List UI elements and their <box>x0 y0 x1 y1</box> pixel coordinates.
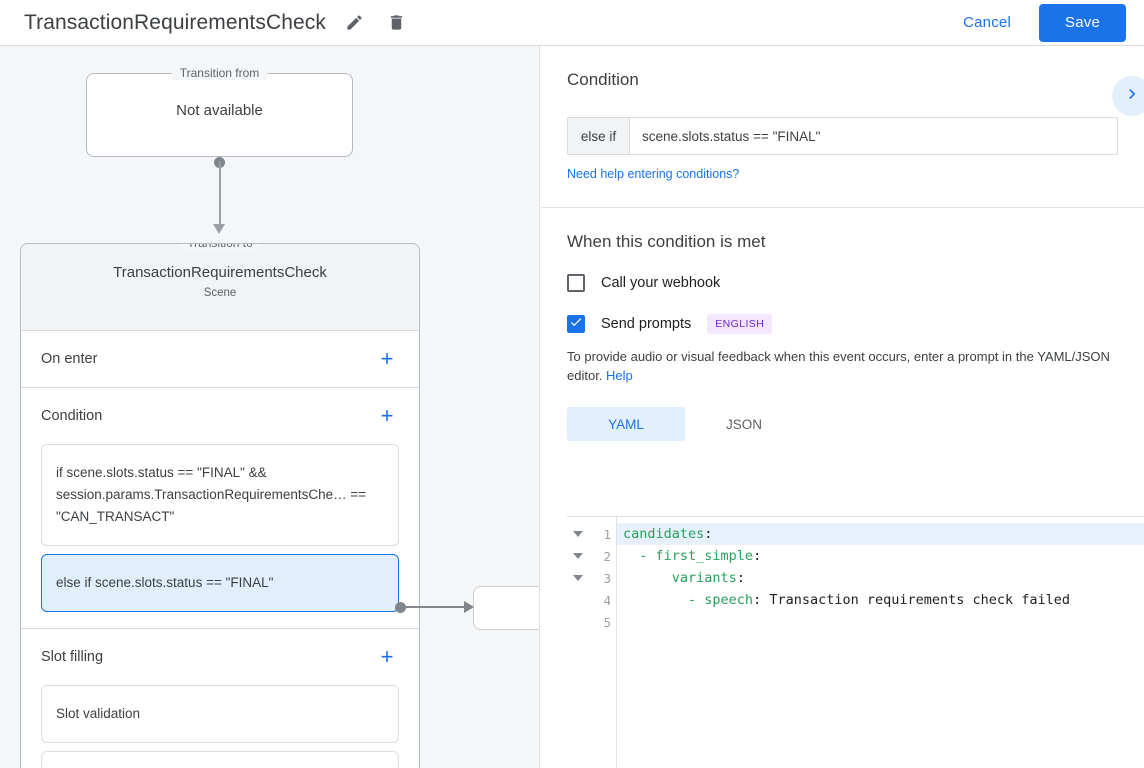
connector-dot-condition <box>395 602 406 613</box>
condition-prefix-label: else if <box>568 118 630 154</box>
send-prompts-label: Send prompts <box>601 316 692 332</box>
yaml-editor[interactable]: 1 2 3 4 5 candidates: - first_simple: varian… <box>567 516 1144 768</box>
editor-gutter-row: 5 <box>567 611 616 633</box>
editor-code-line[interactable]: - first_simple: <box>639 548 762 564</box>
tab-json[interactable]: JSON <box>725 416 762 432</box>
prompt-helper-text: To provide audio or visual feedback when… <box>567 347 1118 385</box>
cancel-button[interactable]: Cancel <box>949 6 1025 39</box>
when-condition-met-section: When this condition is met Call your web… <box>541 208 1144 441</box>
condition-input[interactable] <box>630 118 1117 154</box>
fold-toggle-icon[interactable] <box>567 553 589 559</box>
section-header-slot-filling: Slot filling + <box>21 629 419 685</box>
check-icon <box>569 315 583 334</box>
list-item[interactable]: if scene.slots.status == "FINAL" && sess… <box>41 444 399 546</box>
add-on-enter-button[interactable]: + <box>380 346 394 371</box>
editor-gutter: 1 2 3 4 5 <box>567 517 617 768</box>
condition-help-link[interactable]: Need help entering conditions? <box>567 167 740 181</box>
prompt-helper-sentence: To provide audio or visual feedback when… <box>567 349 1110 383</box>
section-condition: Condition + if scene.slots.status == "FI… <box>21 388 419 629</box>
when-met-title: When this condition is met <box>567 232 766 251</box>
scene-flow-canvas[interactable]: Transition from Not available Transition… <box>0 46 540 768</box>
page-title: TransactionRequirementsCheck <box>24 10 326 34</box>
app-header: TransactionRequirementsCheck Cancel Save <box>0 0 1144 46</box>
expand-panel-button[interactable] <box>1112 76 1144 116</box>
condition-input-row: else if <box>567 117 1118 155</box>
editor-line-number: 4 <box>603 592 611 608</box>
editor-code-line[interactable]: - speech: Transaction requirements check… <box>688 592 1071 608</box>
section-slot-filling: Slot filling + Slot validation Transacti… <box>21 629 419 768</box>
editor-code-line[interactable] <box>617 611 1144 633</box>
editor-line-number: 2 <box>603 548 611 564</box>
list-item[interactable]: TransactionRequirementsCheck <box>41 751 399 768</box>
scene-name: TransactionRequirementsCheck <box>113 264 327 281</box>
editor-gutter-row: 1 <box>567 523 616 545</box>
send-prompts-checkbox[interactable] <box>567 315 585 333</box>
call-webhook-checkbox[interactable] <box>567 274 585 292</box>
connector-line-horizontal <box>405 606 467 608</box>
delete-button[interactable] <box>382 9 410 37</box>
editor-code-line[interactable]: candidates: <box>617 523 1144 545</box>
scene-type: Scene <box>203 287 237 299</box>
call-webhook-label: Call your webhook <box>601 275 721 291</box>
panel-divider <box>541 207 1144 208</box>
list-item[interactable]: Slot validation <box>41 685 399 743</box>
pencil-icon <box>345 13 364 32</box>
panel-title: Condition <box>567 70 639 89</box>
prompt-help-link[interactable]: Help <box>606 368 633 383</box>
tab-yaml[interactable]: YAML <box>567 407 685 441</box>
section-header-condition: Condition + <box>21 388 419 444</box>
editor-line-number: 5 <box>603 614 611 630</box>
trash-icon <box>387 13 406 32</box>
section-title-on-enter: On enter <box>41 351 98 367</box>
next-target-node[interactable] <box>473 586 539 630</box>
editor-format-tabs: YAML JSON <box>567 407 1118 441</box>
header-actions: Cancel Save <box>949 3 1144 42</box>
add-condition-button[interactable]: + <box>380 403 394 428</box>
language-badge: ENGLISH <box>707 314 773 334</box>
editor-line-number: 3 <box>603 570 611 586</box>
transition-to-node[interactable]: Transition to TransactionRequirementsChe… <box>20 243 420 768</box>
editor-gutter-row: 2 <box>567 545 616 567</box>
scene-header: TransactionRequirementsCheck Scene <box>21 244 419 331</box>
transition-to-legend: Transition to <box>179 244 261 250</box>
connector-line-vertical <box>218 162 221 230</box>
transition-from-legend: Transition from <box>171 66 268 80</box>
section-title-slot-filling: Slot filling <box>41 649 104 665</box>
editor-code-area[interactable]: candidates: - first_simple: variants: - … <box>617 517 1144 768</box>
save-button[interactable]: Save <box>1039 3 1126 42</box>
send-prompts-row[interactable]: Send prompts ENGLISH <box>567 314 1118 334</box>
list-item[interactable]: else if scene.slots.status == "FINAL" <box>41 554 399 612</box>
chevron-right-icon <box>1122 84 1142 109</box>
add-slot-filling-button[interactable]: + <box>380 644 394 669</box>
webhook-row[interactable]: Call your webhook <box>567 274 1118 292</box>
edit-title-button[interactable] <box>340 9 368 37</box>
slot-filling-list: Slot validation TransactionRequirementsC… <box>21 685 419 768</box>
connector-arrow-right <box>464 601 474 613</box>
fold-toggle-icon[interactable] <box>567 575 589 581</box>
section-on-enter: On enter + <box>21 331 419 388</box>
connector-arrow-down <box>213 224 225 234</box>
editor-line-number: 1 <box>603 526 611 542</box>
editor-gutter-row: 4 <box>567 589 616 611</box>
fold-toggle-icon[interactable] <box>567 531 589 537</box>
editor-code-line[interactable]: variants: <box>671 570 745 586</box>
editor-gutter-row: 3 <box>567 567 616 589</box>
section-title-condition: Condition <box>41 408 103 424</box>
condition-list: if scene.slots.status == "FINAL" && sess… <box>21 444 419 628</box>
section-header-on-enter: On enter + <box>21 331 419 387</box>
transition-from-node[interactable]: Transition from Not available <box>86 66 353 157</box>
transition-from-value: Not available <box>176 102 263 119</box>
condition-editor-section: Condition else if Need help entering con… <box>541 46 1144 183</box>
